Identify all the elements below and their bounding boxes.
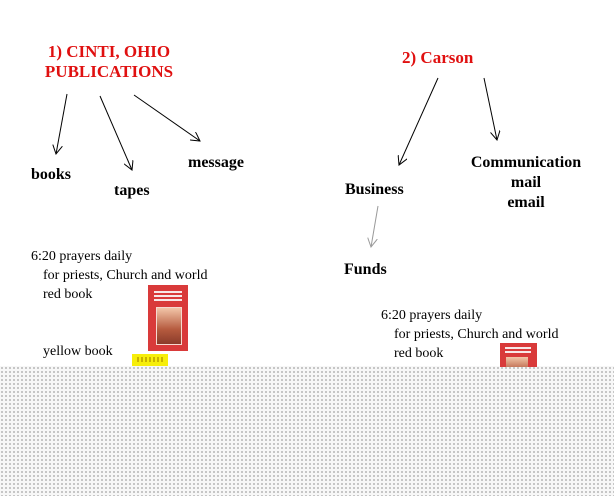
left-note-line2: for priests, Church and world [43,268,208,283]
left-note-line1: 6:20 prayers daily [31,249,133,264]
node-business: Business [345,181,404,198]
arrow-to-funds [371,205,379,247]
red-book-title-lines [154,291,182,301]
node-communication: Communication mail email [456,153,596,213]
arrow-to-books [56,93,68,154]
arrow-to-communication [483,77,497,140]
right-heading: 2) Carson [402,48,474,67]
right-note-line2: for priests, Church and world [394,327,559,342]
stippled-background [0,366,614,496]
left-heading-line1: 1) CINTI, OHIO [47,42,171,61]
red-book-cover-image [148,285,188,351]
node-communication-line1: Communication [470,154,582,171]
left-heading: 1) CINTI, OHIO PUBLICATIONS [36,42,182,82]
node-message: message [188,154,244,171]
node-books: books [31,166,72,183]
right-red-book-title-lines [505,347,531,355]
left-heading-line2: PUBLICATIONS [44,62,174,81]
node-communication-line3: email [507,194,545,211]
left-note-line3: red book [43,287,93,302]
yellow-book-title-lines [137,357,163,362]
right-note-line3: red book [394,346,444,361]
right-note-line1: 6:20 prayers daily [381,308,483,323]
node-funds: Funds [344,261,387,278]
arrow-to-business [399,77,439,165]
node-communication-line2: mail [510,174,542,191]
arrow-to-message [133,94,200,141]
node-tapes: tapes [114,182,150,199]
right-red-book-portrait [506,357,528,367]
yellow-book-cover-image [132,354,168,366]
right-red-book-cover-image [500,343,537,367]
red-book-portrait [156,307,182,345]
arrow-to-tapes [99,95,132,170]
left-note-yellow: yellow book [43,344,113,359]
